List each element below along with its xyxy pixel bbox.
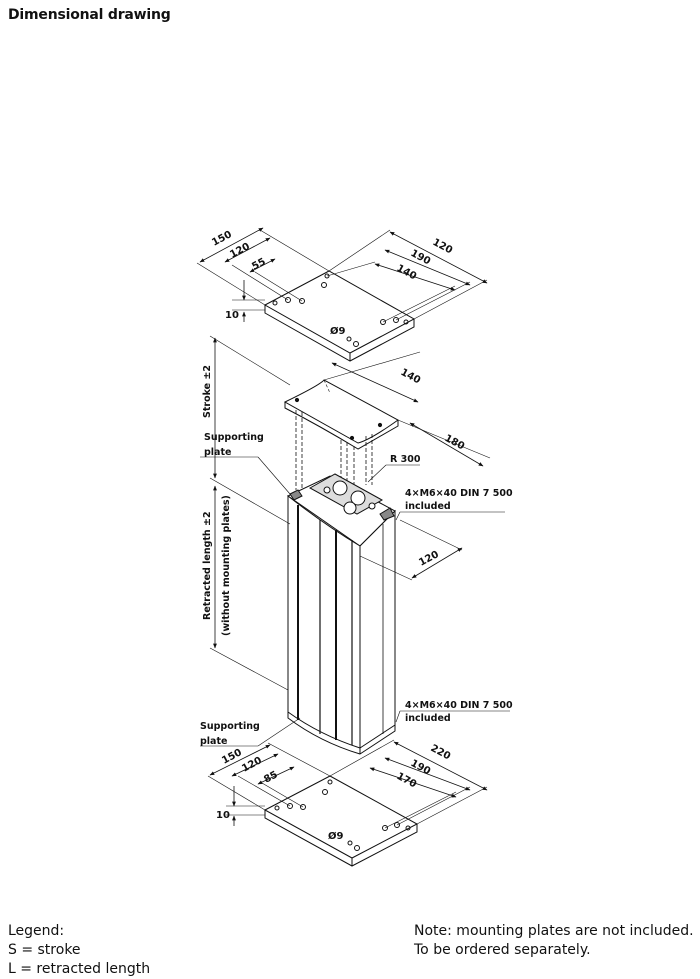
- supporting-plate-top-label-1: Supporting: [204, 432, 264, 443]
- stroke-label: Stroke ±2: [202, 365, 213, 418]
- page-title: Dimensional drawing: [8, 7, 171, 23]
- bottom-plate-dimension-lines: [209, 741, 488, 826]
- dim-top-hole: Ø9: [330, 325, 346, 337]
- supporting-plate-top-label-2: plate: [204, 447, 231, 458]
- note-line-1: Note: mounting plates are not included.: [414, 923, 694, 939]
- retracted-note-label: (without mounting plates): [221, 495, 232, 636]
- note-line-2: To be ordered separately.: [414, 942, 591, 958]
- top-mounting-plate: [196, 229, 488, 362]
- dim-bottom-85: 85: [262, 769, 279, 785]
- legend-heading: Legend:: [8, 923, 65, 939]
- legend-stroke: S = stroke: [8, 942, 81, 958]
- screws-bottom-label-1: 4×M6×40 DIN 7 500: [405, 700, 513, 711]
- dim-top-10: 10: [225, 310, 239, 321]
- retracted-length-label: Retracted length ±2: [202, 511, 213, 620]
- screws-top-label-1: 4×M6×40 DIN 7 500: [405, 488, 513, 499]
- dim-bottom-hole: Ø9: [328, 830, 344, 842]
- bottom-mounting-plate: [207, 739, 488, 867]
- dim-top-120: 120: [228, 241, 252, 261]
- dim-bottom-220: 220: [429, 743, 453, 763]
- dim-column-120: 120: [417, 549, 441, 569]
- column-dimension-lines: [200, 335, 510, 747]
- dim-bottom-10: 10: [216, 810, 230, 821]
- screws-bottom-label-2: included: [405, 713, 451, 724]
- supporting-plate-bottom-label-1: Supporting: [200, 721, 260, 732]
- dim-bottom-170: 170: [395, 771, 419, 791]
- screws-top-label-2: included: [405, 501, 451, 512]
- dim-top-140: 140: [395, 263, 419, 283]
- column-body: [287, 473, 396, 755]
- supporting-plate-bottom-label-2: plate: [200, 736, 227, 747]
- note: Note: mounting plates are not included. …: [414, 922, 694, 960]
- mounting-screws-dashed: [295, 410, 373, 500]
- legend-retracted-length: L = retracted length: [8, 961, 151, 977]
- radius-label: R 300: [390, 454, 421, 465]
- dim-column-140: 140: [399, 367, 423, 387]
- top-plate-dimension-lines: [199, 227, 488, 322]
- dim-top-120b: 120: [431, 237, 455, 257]
- legend: Legend: S = stroke L = retracted length: [8, 922, 150, 979]
